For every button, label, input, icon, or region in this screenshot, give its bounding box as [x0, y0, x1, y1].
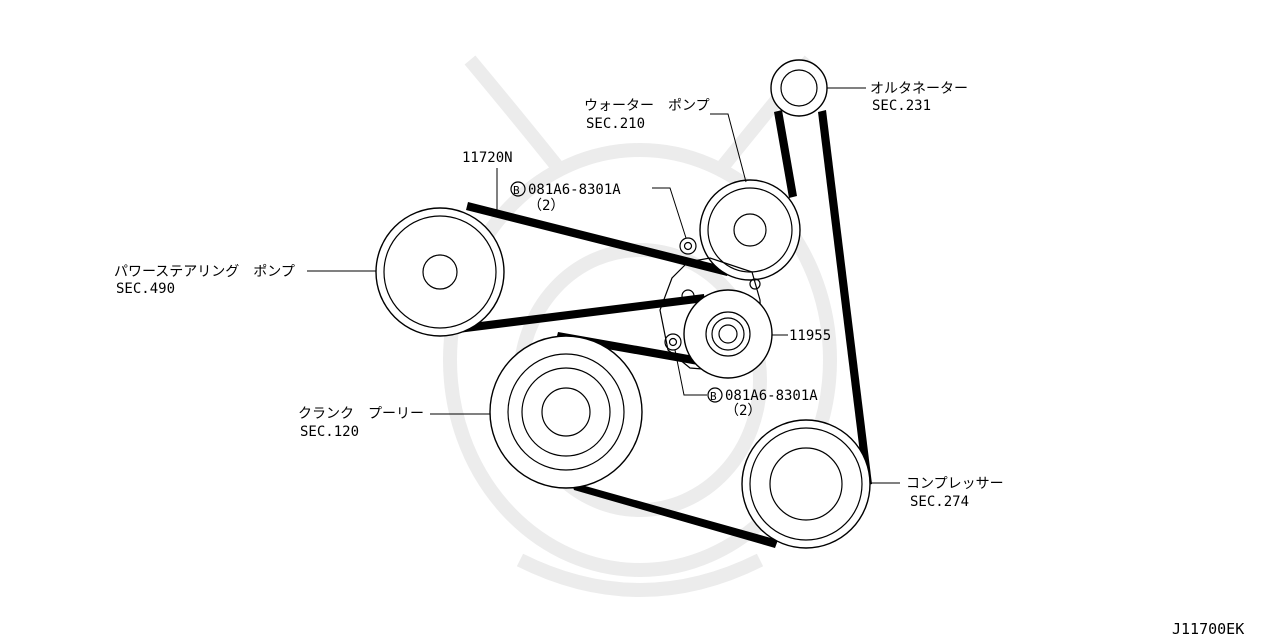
alternator-name: オルタネーター	[870, 81, 968, 97]
belt-alt-water	[774, 110, 797, 198]
compressor-pulley	[741, 419, 871, 549]
tensioner-part-number: 11955	[789, 328, 831, 344]
bolt-lower-mark: B	[710, 390, 717, 403]
belt-ps-bottom	[432, 294, 705, 336]
water-pump-sec: SEC.210	[586, 116, 645, 132]
drive-belt	[432, 110, 872, 548]
label-belt: 11720N	[462, 150, 513, 166]
bolt-lower-part: 081A6-8301A	[725, 388, 818, 404]
power-steering-pulley	[375, 207, 505, 337]
label-bolt-lower: B 081A6-8301A （2）	[707, 387, 818, 419]
water-pump-name: ウォーター ポンプ	[584, 98, 710, 114]
tensioner-pulley	[683, 289, 773, 379]
belt-crank-compressor	[571, 482, 778, 548]
alternator-sec: SEC.231	[872, 98, 931, 114]
bolt-lower-qty: （2）	[725, 403, 761, 419]
label-water-pump: ウォーター ポンプ SEC.210	[584, 98, 710, 132]
power-steering-sec: SEC.490	[116, 281, 175, 297]
belt-part-number: 11720N	[462, 150, 513, 166]
power-steering-name: パワーステアリング ポンプ	[114, 264, 295, 280]
label-power-steering: パワーステアリング ポンプ SEC.490	[114, 264, 295, 297]
belt-ps-top	[466, 202, 730, 276]
alternator-pulley	[770, 59, 828, 117]
leader-lines	[307, 87, 900, 484]
bolt-upper-mark: B	[513, 184, 520, 197]
crank-pulley	[489, 335, 643, 489]
crank-pulley-sec: SEC.120	[300, 424, 359, 440]
crank-pulley-name: クランク プーリー	[298, 406, 424, 422]
diagram-reference-code: J11700EK	[1172, 620, 1244, 638]
compressor-name: コンプレッサー	[906, 476, 1004, 492]
compressor-sec: SEC.274	[910, 494, 969, 510]
bolt-upper-qty: （2）	[528, 198, 564, 214]
label-compressor: コンプレッサー SEC.274	[906, 476, 1004, 510]
label-alternator: オルタネーター SEC.231	[870, 81, 968, 114]
bolt-upper-part: 081A6-8301A	[528, 182, 621, 198]
label-tensioner: 11955	[789, 328, 831, 344]
belt-alt-compressor	[818, 110, 872, 486]
label-bolt-upper: B 081A6-8301A （2）	[510, 181, 621, 214]
label-crank-pulley: クランク プーリー SEC.120	[298, 406, 424, 440]
water-pump-pulley	[699, 179, 801, 281]
